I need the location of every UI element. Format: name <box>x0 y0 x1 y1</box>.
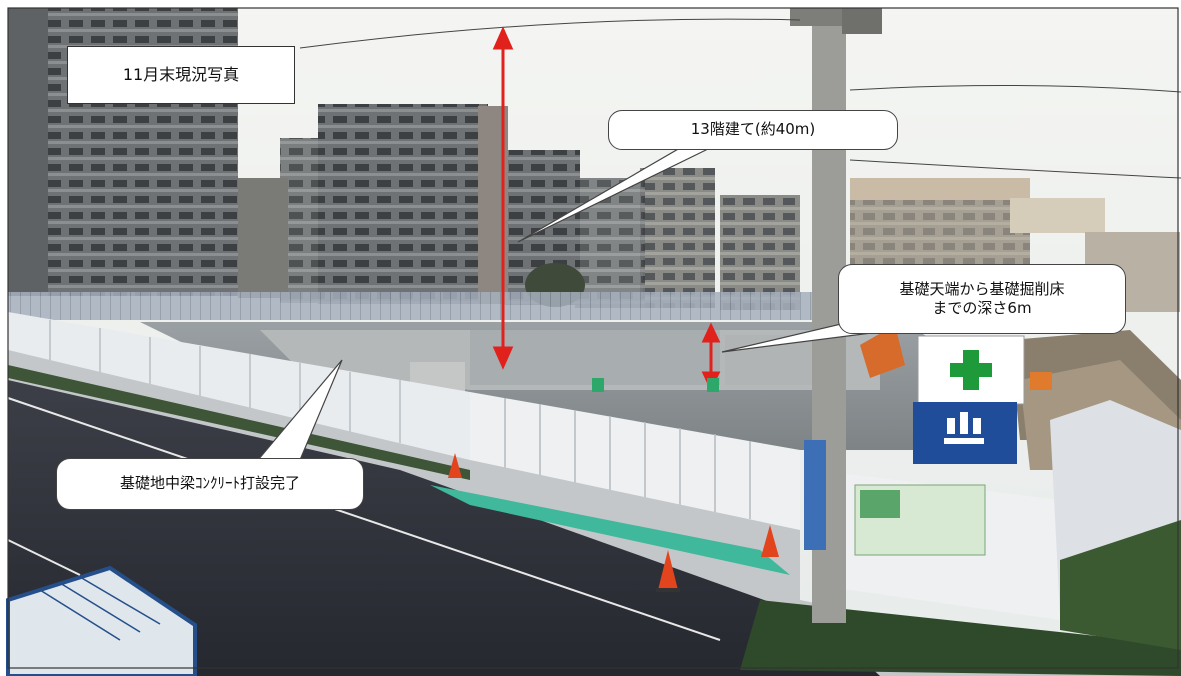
bike-lane <box>430 485 790 575</box>
traffic-cone <box>448 453 462 478</box>
building-center-main <box>318 104 488 304</box>
photo-title: 11月末現況写真 <box>67 46 295 104</box>
building-center-right <box>640 168 715 308</box>
road <box>8 380 880 676</box>
callout-foundation-beam: 基礎地中梁ｺﾝｸﾘｰﾄ打設完了 <box>56 458 364 510</box>
company-logo-icon <box>944 412 984 444</box>
callout-building-height: 13階建て(約40m) <box>608 110 898 150</box>
height-arrow <box>492 26 514 370</box>
front-fence <box>470 392 800 530</box>
traffic-cone <box>761 525 779 557</box>
traffic-cone <box>658 550 678 590</box>
callout-excavation-depth: 基礎天端から基礎掘削床 までの深さ6m <box>838 264 1126 334</box>
left-fence <box>8 312 470 460</box>
back-fence <box>8 292 868 320</box>
